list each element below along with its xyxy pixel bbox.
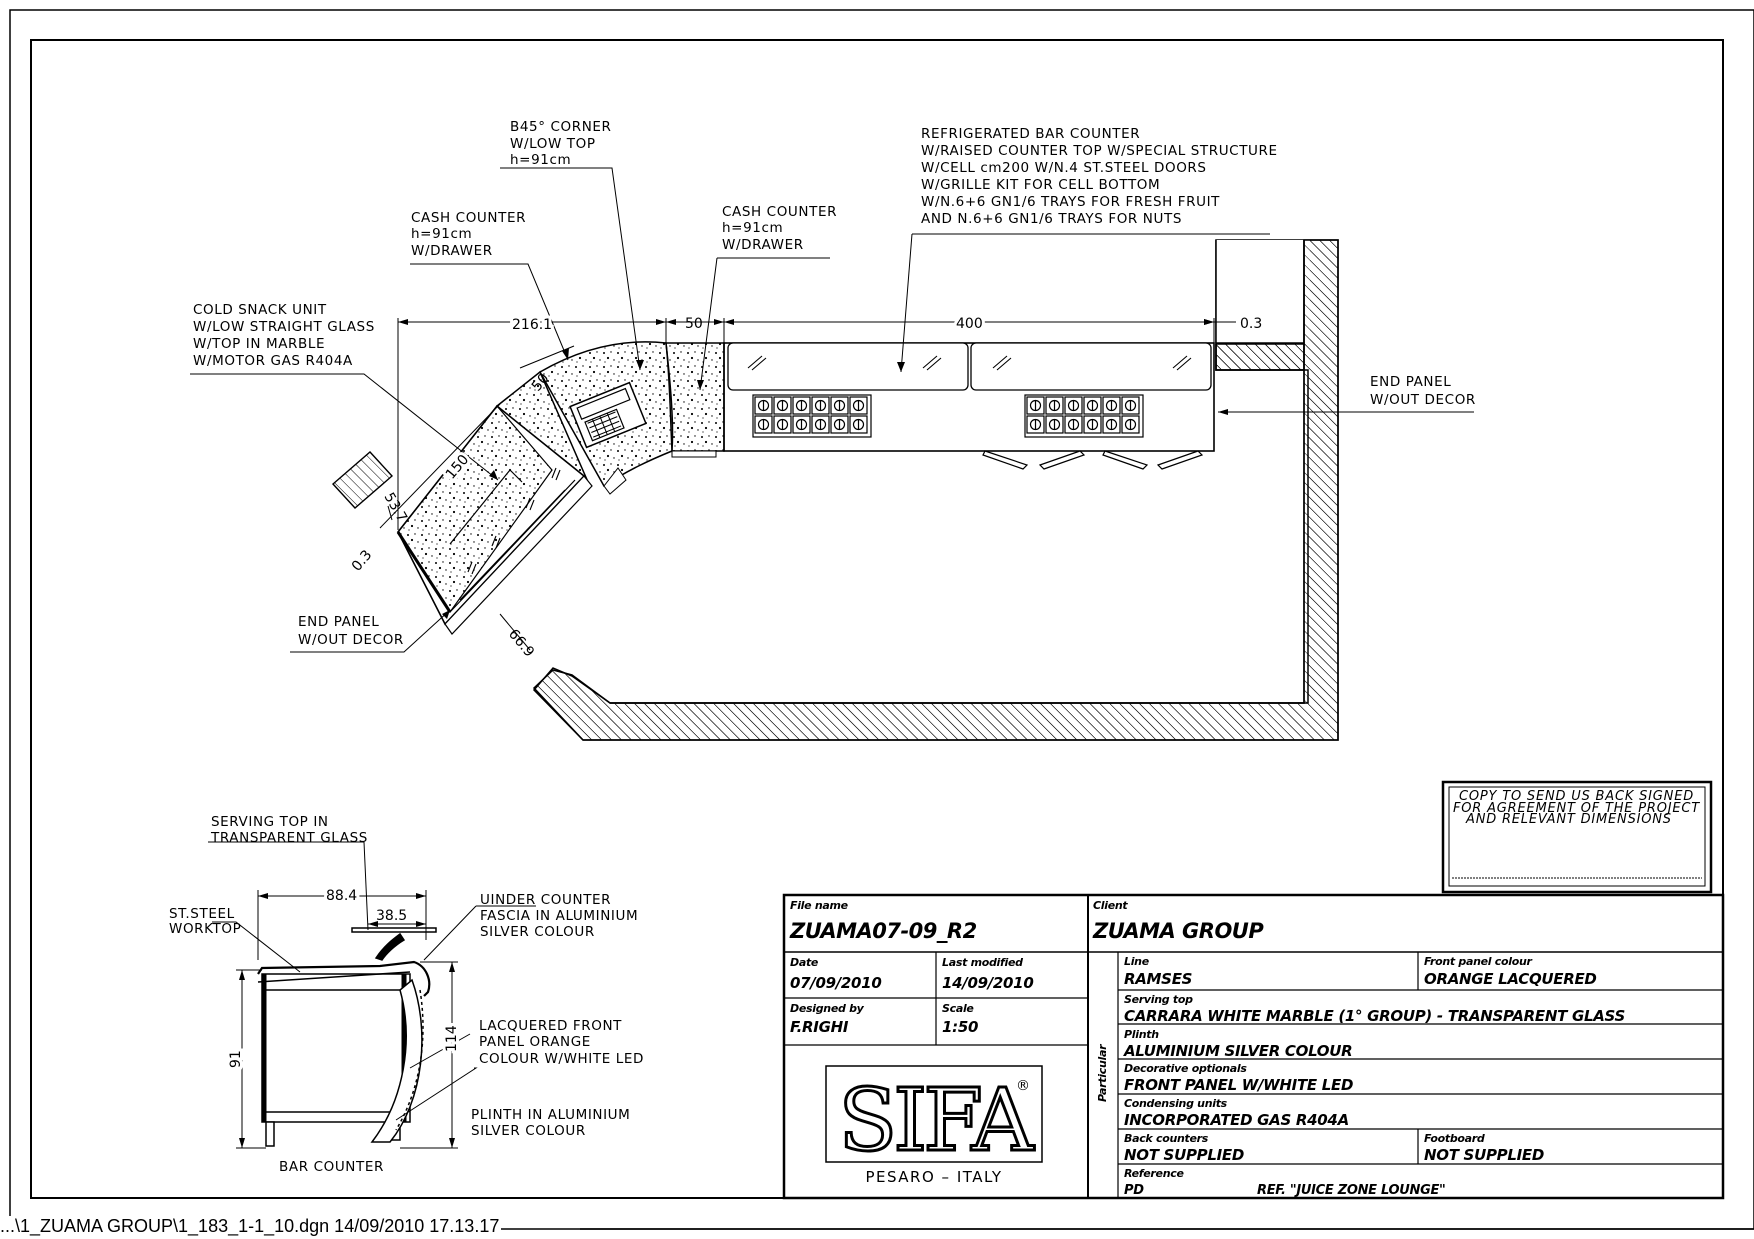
label-refrigerated-counter: REFRIGERATED BAR COUNTER W/RAISED COUNTE…	[921, 126, 1283, 227]
refrigerated-bar-counter	[723, 342, 1215, 470]
location: PESARO – ITALY	[865, 1168, 1002, 1186]
label-end-panel-left: END PANEL W/OUT DECOR	[298, 614, 404, 648]
footboard-label: Footboard	[1424, 1132, 1485, 1145]
label-serving-top: SERVING TOP IN TRANSPARENT GLASS	[210, 814, 368, 846]
condensing-label: Condensing units	[1124, 1097, 1228, 1110]
label-plinth: PLINTH IN ALUMINIUM SILVER COLOUR	[471, 1107, 635, 1139]
label-front-panel: LACQUERED FRONT PANEL ORANGE COLOUR W/WH…	[479, 1018, 644, 1067]
footboard-value: NOT SUPPLIED	[1424, 1146, 1544, 1164]
label-bar-counter: BAR COUNTER	[279, 1159, 384, 1175]
plan-leaders	[190, 167, 1474, 653]
tray-frame	[1024, 394, 1144, 438]
label-cold-snack: COLD SNACK UNIT W/LOW STRAIGHT GLASS W/T…	[193, 302, 380, 369]
label-cash-counter-left: CASH COUNTER h=91cm W/DRAWER	[411, 210, 531, 259]
scale-value: 1:50	[942, 1018, 978, 1036]
line-label: Line	[1124, 955, 1150, 968]
date-value: 07/09/2010	[790, 974, 881, 992]
dim-91: 91	[228, 1050, 244, 1068]
plinth-value: ALUMINIUM SILVER COLOUR	[1123, 1042, 1352, 1060]
plinth-label: Plinth	[1124, 1028, 1159, 1041]
title-block	[782, 893, 1725, 1200]
cash-counter-right	[665, 342, 725, 458]
client-name: ZUAMA GROUP	[1092, 919, 1264, 943]
designed-by-label: Designed by	[790, 1002, 865, 1015]
dim-50-top: 50	[685, 316, 703, 332]
decorative-value: FRONT PANEL W/WHITE LED	[1124, 1076, 1353, 1094]
back-counters-value: NOT SUPPLIED	[1124, 1146, 1244, 1164]
reference-label: Reference	[1124, 1167, 1184, 1180]
dim-114: 114	[444, 1025, 460, 1052]
dim-216: 216.1	[512, 317, 552, 333]
condensing-value: INCORPORATED GAS R404A	[1124, 1111, 1349, 1129]
front-panel-colour-label: Front panel colour	[1424, 955, 1533, 968]
dim-66-9: 66.9	[505, 626, 537, 660]
tray-grid-left	[752, 394, 872, 438]
label-cash-counter-right: CASH COUNTER h=91cm W/DRAWER	[722, 204, 842, 253]
dim-0-3-right: 0.3	[1240, 316, 1262, 332]
front-panel-colour-value: ORANGE LACQUERED	[1424, 970, 1597, 988]
serving-top-value: CARRARA WHITE MARBLE (1° GROUP) - TRANSP…	[1124, 1007, 1625, 1025]
serving-top-label: Serving top	[1124, 993, 1193, 1006]
section-view: SERVING TOP IN TRANSPARENT GLASS ST.STEE…	[169, 814, 644, 1175]
b45-corner	[538, 341, 673, 495]
file-name-label: File name	[790, 899, 849, 912]
label-b45-corner: B45° CORNER W/LOW TOP h=91cm	[510, 119, 616, 168]
dim-38-5: 38.5	[376, 908, 407, 924]
title-block-text: File name ZUAMA07-09_R2 Client ZUAMA GRO…	[789, 899, 1625, 1198]
dim-88-4: 88.4	[326, 888, 357, 904]
back-counters-label: Back counters	[1124, 1132, 1209, 1145]
approval-box: COPY TO SEND US BACK SIGNED FOR AGREEMEN…	[1441, 780, 1713, 894]
last-modified-label: Last modified	[942, 956, 1023, 969]
approval-text: COPY TO SEND US BACK SIGNED FOR AGREEMEN…	[1453, 789, 1705, 827]
plan-dim-arrows	[398, 319, 1214, 325]
last-modified-value: 14/09/2010	[942, 974, 1033, 992]
label-end-panel-right: END PANEL W/OUT DECOR	[1370, 374, 1476, 408]
scale-label: Scale	[942, 1002, 974, 1015]
particular-label: Particular	[1096, 1044, 1109, 1102]
label-fascia: UINDER COUNTER FASCIA IN ALUMINIUM SILVE…	[480, 892, 643, 940]
label-worktop: ST.STEEL WORKTOP	[169, 906, 241, 937]
sifa-logo: SIFA	[838, 1071, 1034, 1171]
file-path-footer: ...\1_ZUAMA GROUP\1_183_1-1_10.dgn 14/09…	[0, 1216, 502, 1237]
dim-0-3-left: 0.3	[349, 547, 376, 574]
date-label: Date	[790, 956, 819, 969]
dim-400: 400	[956, 316, 983, 332]
tray-frame	[752, 394, 872, 438]
cold-snack-unit	[396, 404, 593, 635]
reference-code: PD	[1124, 1183, 1144, 1198]
designed-by-value: F.RIGHI	[790, 1018, 849, 1036]
line-value: RAMSES	[1124, 970, 1192, 988]
tray-grid-right	[1024, 394, 1144, 438]
decorative-label: Decorative optionals	[1124, 1062, 1247, 1075]
file-name: ZUAMA07-09_R2	[789, 919, 977, 943]
dim-53-7: 53.7	[381, 490, 410, 525]
plan-view: B45° CORNER W/LOW TOP h=91cm REFRIGERATE…	[190, 119, 1476, 741]
loose-drawer	[331, 451, 394, 509]
reference-value: REF. "JUICE ZONE LOUNGE"	[1257, 1183, 1446, 1198]
registered-mark-icon: ®	[1016, 1078, 1030, 1094]
client-label: Client	[1093, 899, 1128, 912]
